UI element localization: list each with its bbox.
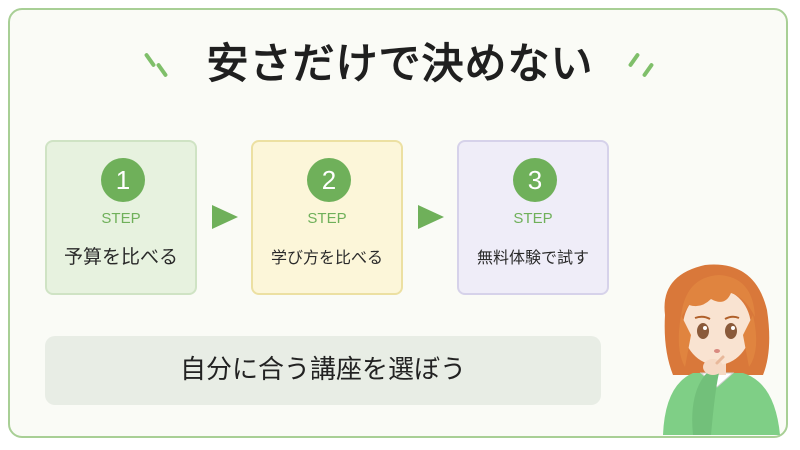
step-card-2: 2 STEP 学び方を比べる bbox=[251, 140, 403, 295]
step-card-1: 1 STEP 予算を比べる bbox=[45, 140, 197, 295]
step-label: STEP bbox=[101, 210, 141, 227]
step-label: STEP bbox=[513, 210, 553, 227]
step-text: 無料体験で試す bbox=[476, 248, 589, 267]
girl-thinking-illustration bbox=[663, 264, 780, 435]
step-number-badge: 2 bbox=[307, 158, 351, 202]
conclusion-banner: 自分に合う講座を選ぼう bbox=[45, 336, 601, 405]
step-label: STEP bbox=[307, 210, 347, 227]
arrow-right-icon bbox=[212, 205, 238, 229]
arrow-right-icon bbox=[418, 205, 444, 229]
step-number-badge: 1 bbox=[101, 158, 145, 202]
step-number-badge: 3 bbox=[513, 158, 557, 202]
step-card-3: 3 STEP 無料体験で試す bbox=[457, 140, 609, 295]
page-title: 安さだけで決めない bbox=[206, 39, 594, 88]
step-text: 学び方を比べる bbox=[270, 248, 383, 267]
step-text: 予算を比べる bbox=[63, 246, 178, 268]
